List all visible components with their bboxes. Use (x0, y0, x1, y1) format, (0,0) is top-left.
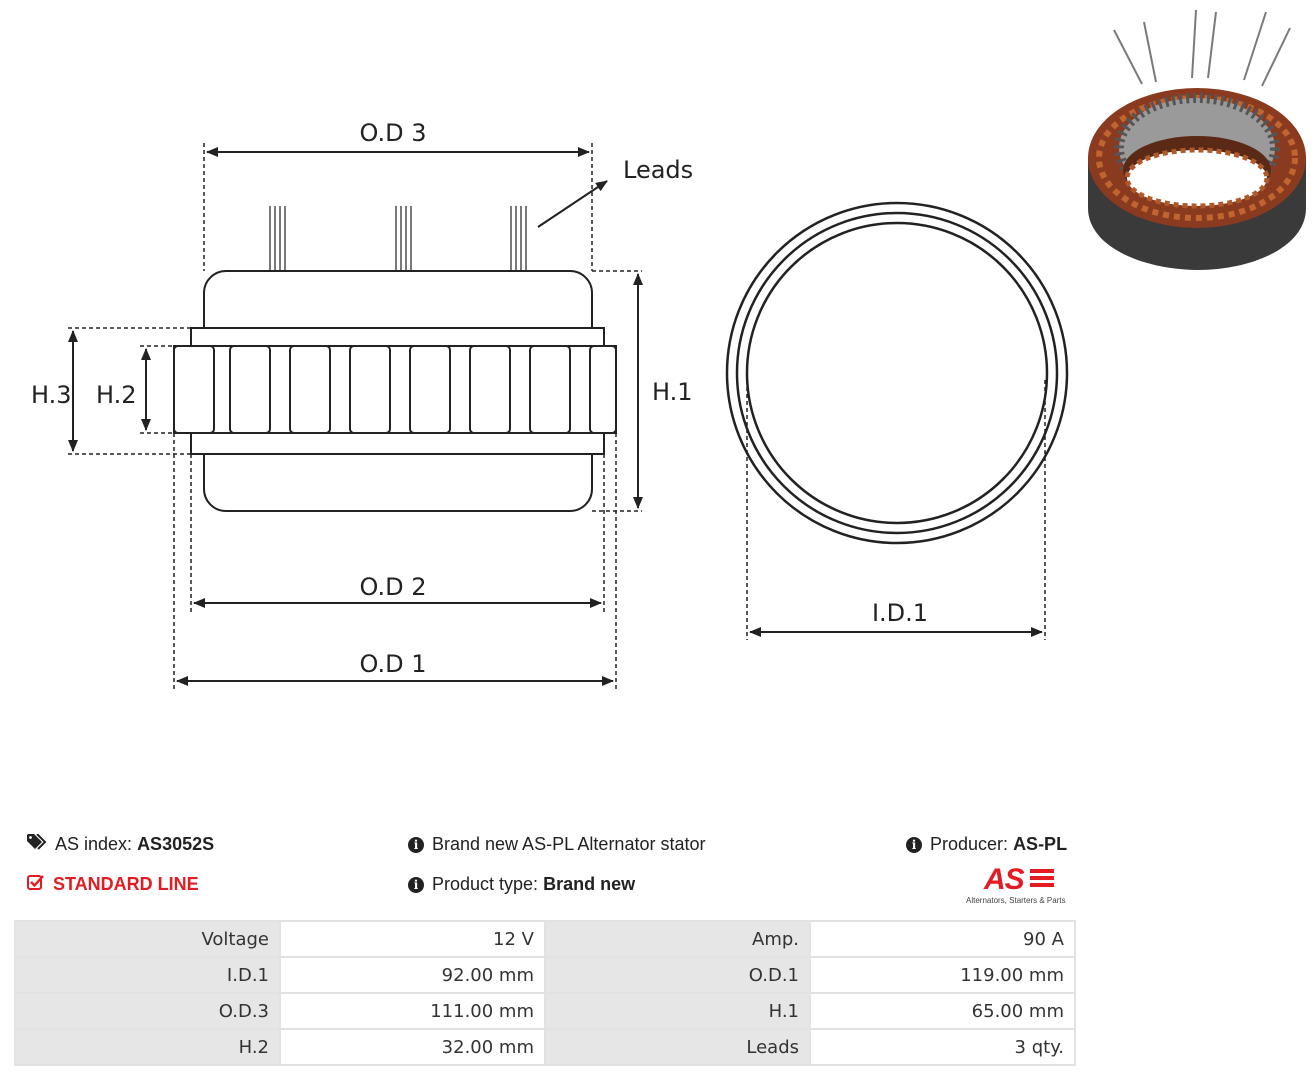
product-type-label: Product type: (432, 874, 539, 894)
stator-product-photo (1088, 9, 1306, 270)
product-type-value: Brand new (543, 874, 636, 894)
as-pl-logo: AS Alternators, Starters & Parts (962, 863, 1072, 907)
stator-technical-drawing: O.D 3 Leads H.3 H.2 H.1 O.D 2 O.D 1 I.D.… (31, 119, 1069, 690)
info-icon: i (408, 836, 424, 853)
h1-label: H.1 (652, 378, 693, 406)
h3-label: H.3 (31, 381, 72, 409)
spec-label: Amp. (546, 920, 811, 958)
od1-label: O.D 1 (360, 650, 427, 678)
spec-value: 90 A (811, 920, 1076, 958)
stator-side-view (173, 270, 617, 512)
lead-wires (269, 206, 527, 271)
spec-value: 3 qty. (811, 1030, 1076, 1066)
spec-value: 92.00 mm (281, 958, 546, 994)
as-index-label: AS index: (55, 834, 133, 854)
spec-value: 119.00 mm (811, 958, 1076, 994)
extension-lines (68, 143, 1046, 690)
checkbox-check-icon (27, 874, 45, 895)
logo-stripes-icon (1030, 869, 1054, 887)
table-row: O.D.3 111.00 mm H.1 65.00 mm (14, 994, 1076, 1030)
product-line-label: STANDARD LINE (53, 874, 199, 894)
leads-label: Leads (623, 156, 693, 184)
info-icon: i (906, 836, 922, 853)
product-type: i Product type: Brand new (408, 874, 635, 895)
spec-value: 65.00 mm (811, 994, 1076, 1030)
producer-label: Producer: (930, 834, 1009, 854)
description-text: Brand new AS-PL Alternator stator (432, 834, 706, 854)
producer: i Producer: AS-PL (906, 834, 1067, 855)
spec-label: I.D.1 (14, 958, 281, 994)
dimension-lines (68, 147, 1043, 686)
spec-label: H.2 (14, 1030, 281, 1066)
spec-value: 32.00 mm (281, 1030, 546, 1066)
specs-table: Voltage 12 V Amp. 90 A I.D.1 92.00 mm O.… (14, 920, 1076, 1066)
h2-label: H.2 (96, 381, 137, 409)
info-icon: i (408, 876, 424, 893)
spec-value: 111.00 mm (281, 994, 546, 1030)
tags-icon (27, 833, 47, 855)
stator-top-view (725, 201, 1069, 545)
product-description: i Brand new AS-PL Alternator stator (408, 834, 705, 855)
od3-label: O.D 3 (360, 119, 427, 147)
table-row: H.2 32.00 mm Leads 3 qty. (14, 1030, 1076, 1066)
as-index: AS index: AS3052S (27, 833, 215, 855)
spec-value: 12 V (281, 920, 546, 958)
spec-label: Voltage (14, 920, 281, 958)
spec-label: O.D.1 (546, 958, 811, 994)
table-row: Voltage 12 V Amp. 90 A (14, 920, 1076, 958)
od2-label: O.D 2 (360, 573, 427, 601)
spec-label: H.1 (546, 994, 811, 1030)
id1-label: I.D.1 (872, 599, 928, 627)
product-line: STANDARD LINE (27, 874, 199, 895)
spec-label: O.D.3 (14, 994, 281, 1030)
spec-label: Leads (546, 1030, 811, 1066)
logo-mark: AS (984, 863, 1025, 896)
table-row: I.D.1 92.00 mm O.D.1 119.00 mm (14, 958, 1076, 994)
logo-tagline: Alternators, Starters & Parts (966, 896, 1066, 905)
producer-value: AS-PL (1013, 834, 1068, 854)
as-index-value: AS3052S (137, 834, 215, 854)
